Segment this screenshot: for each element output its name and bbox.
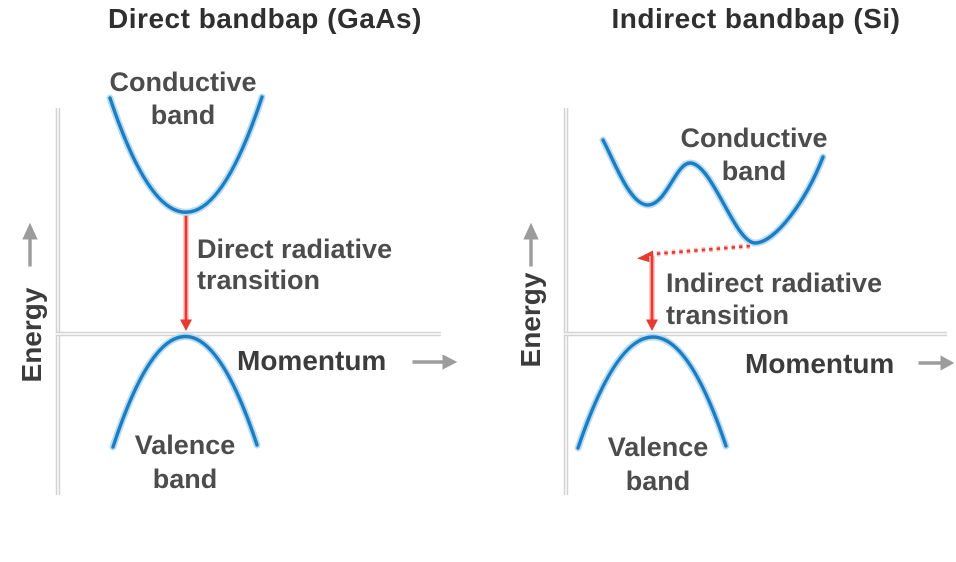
direct-transition-arrowhead [180,319,192,331]
energy-axis-label: Energy [16,287,47,383]
indirect-bandgap-plot [521,108,956,495]
energy-axis-arrow-icon [521,220,541,268]
conduction-band-curve [601,138,825,245]
valence-band-label-line1: Valence [607,432,709,462]
transition-label-line2: transition [197,265,321,295]
phonon-transition-dashed-arrow [653,244,751,256]
momentum-axis-label: Momentum [745,348,895,379]
conduction-band-label-line1: Conductive [680,123,828,153]
conduction-band-label-line2: band [150,100,216,130]
conduction-band-label-line1: Conductive [109,67,257,97]
valence-band-label-line2: band [625,466,691,496]
energy-axis-arrow-icon [20,220,40,268]
valence-band-curve [576,335,728,450]
valence-band-curve [111,335,259,449]
transition-label-line1: Direct radiative [197,234,393,264]
direct-transition-label: Direct radiative transition [197,234,392,296]
panel-title-indirect: Indirect bandbap (Si) [611,3,901,34]
energy-axis-label: Energy [515,272,546,368]
conduction-band-label-line2: band [721,156,787,186]
momentum-axis-label: Momentum [237,345,387,376]
indirect-transition-arrowhead [646,319,658,331]
transition-label-line2: transition [666,300,790,330]
panel-title-direct: Direct bandbap (GaAs) [108,3,422,34]
transition-label-line1: Indirect radiative [666,268,883,298]
conduction-band-label: Conductive band [83,66,283,132]
conduction-band-label: Conductive band [654,122,854,188]
valence-band-label: Valence band [558,430,758,498]
valence-band-label-line2: band [152,464,218,494]
valence-band-label-line1: Valence [134,430,236,460]
direct-bandgap-plot [20,93,460,495]
valence-band-label: Valence band [85,428,285,496]
indirect-transition-label: Indirect radiative transition [666,267,882,331]
momentum-axis-arrow-icon [917,353,956,373]
momentum-axis-arrow-icon [411,352,460,372]
conduction-band-curve [108,95,264,214]
